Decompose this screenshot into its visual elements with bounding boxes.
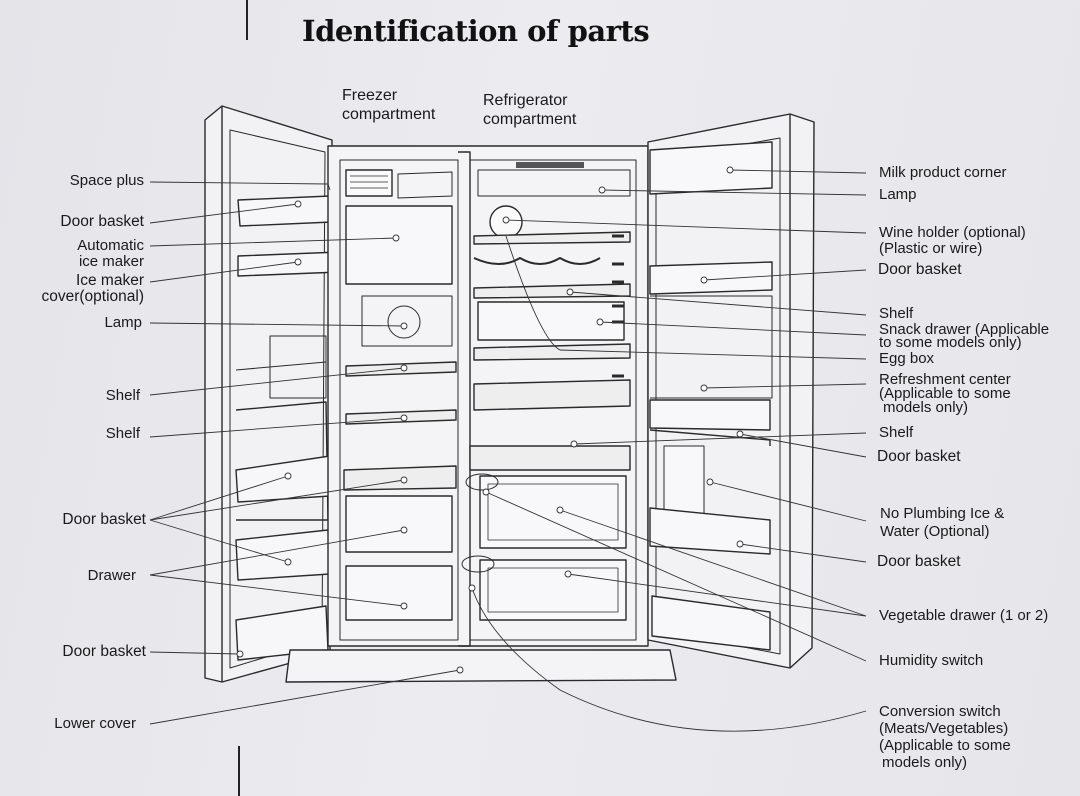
label-egg-box: Egg box — [879, 350, 935, 367]
label-door-basket-left-2: Door basket — [62, 511, 146, 528]
label-conversion-switch: Conversion switch(Meats/Vegetables)(Appl… — [879, 703, 1011, 771]
lower-cover — [285, 649, 677, 683]
label-door-basket-right-1: Door basket — [878, 261, 962, 278]
label-shelf-left-1: Shelf — [105, 387, 140, 404]
leader-lines-right — [471, 169, 867, 732]
label-door-basket-left-1: Door basket — [60, 213, 144, 230]
page-margin-rule-bottom — [238, 746, 240, 796]
page-margin-rule-top — [246, 0, 248, 40]
page-title: Identification of parts — [302, 14, 650, 48]
label-vegetable-drawer: Vegetable drawer (1 or 2) — [879, 607, 1049, 624]
label-shelf-right-1: Shelf — [879, 305, 914, 322]
refrigerator-door — [647, 113, 815, 669]
label-no-plumbing: No Plumbing Ice &Water (Optional) — [880, 505, 1005, 540]
label-door-basket-left-3: Door basket — [62, 643, 146, 660]
cabinet — [327, 145, 649, 647]
label-shelf-left-2: Shelf — [105, 425, 140, 442]
label-wine-holder: Wine holder (optional)(Plastic or wire) — [879, 224, 1026, 257]
label-drawer: Drawer — [87, 567, 136, 584]
label-lower-cover: Lower cover — [54, 715, 136, 732]
label-door-basket-right-3: Door basket — [877, 553, 961, 570]
leader-lines-left — [149, 181, 461, 725]
label-door-basket-right-2: Door basket — [877, 448, 961, 465]
leader-dots — [236, 166, 744, 674]
label-shelf-right-2: Shelf — [879, 424, 914, 441]
label-milk-product-corner: Milk product corner — [879, 164, 1007, 181]
label-space-plus: Space plus — [69, 172, 144, 189]
label-lamp-right: Lamp — [879, 186, 917, 203]
label-lamp-left: Lamp — [104, 314, 142, 331]
label-humidity-switch: Humidity switch — [879, 652, 984, 669]
